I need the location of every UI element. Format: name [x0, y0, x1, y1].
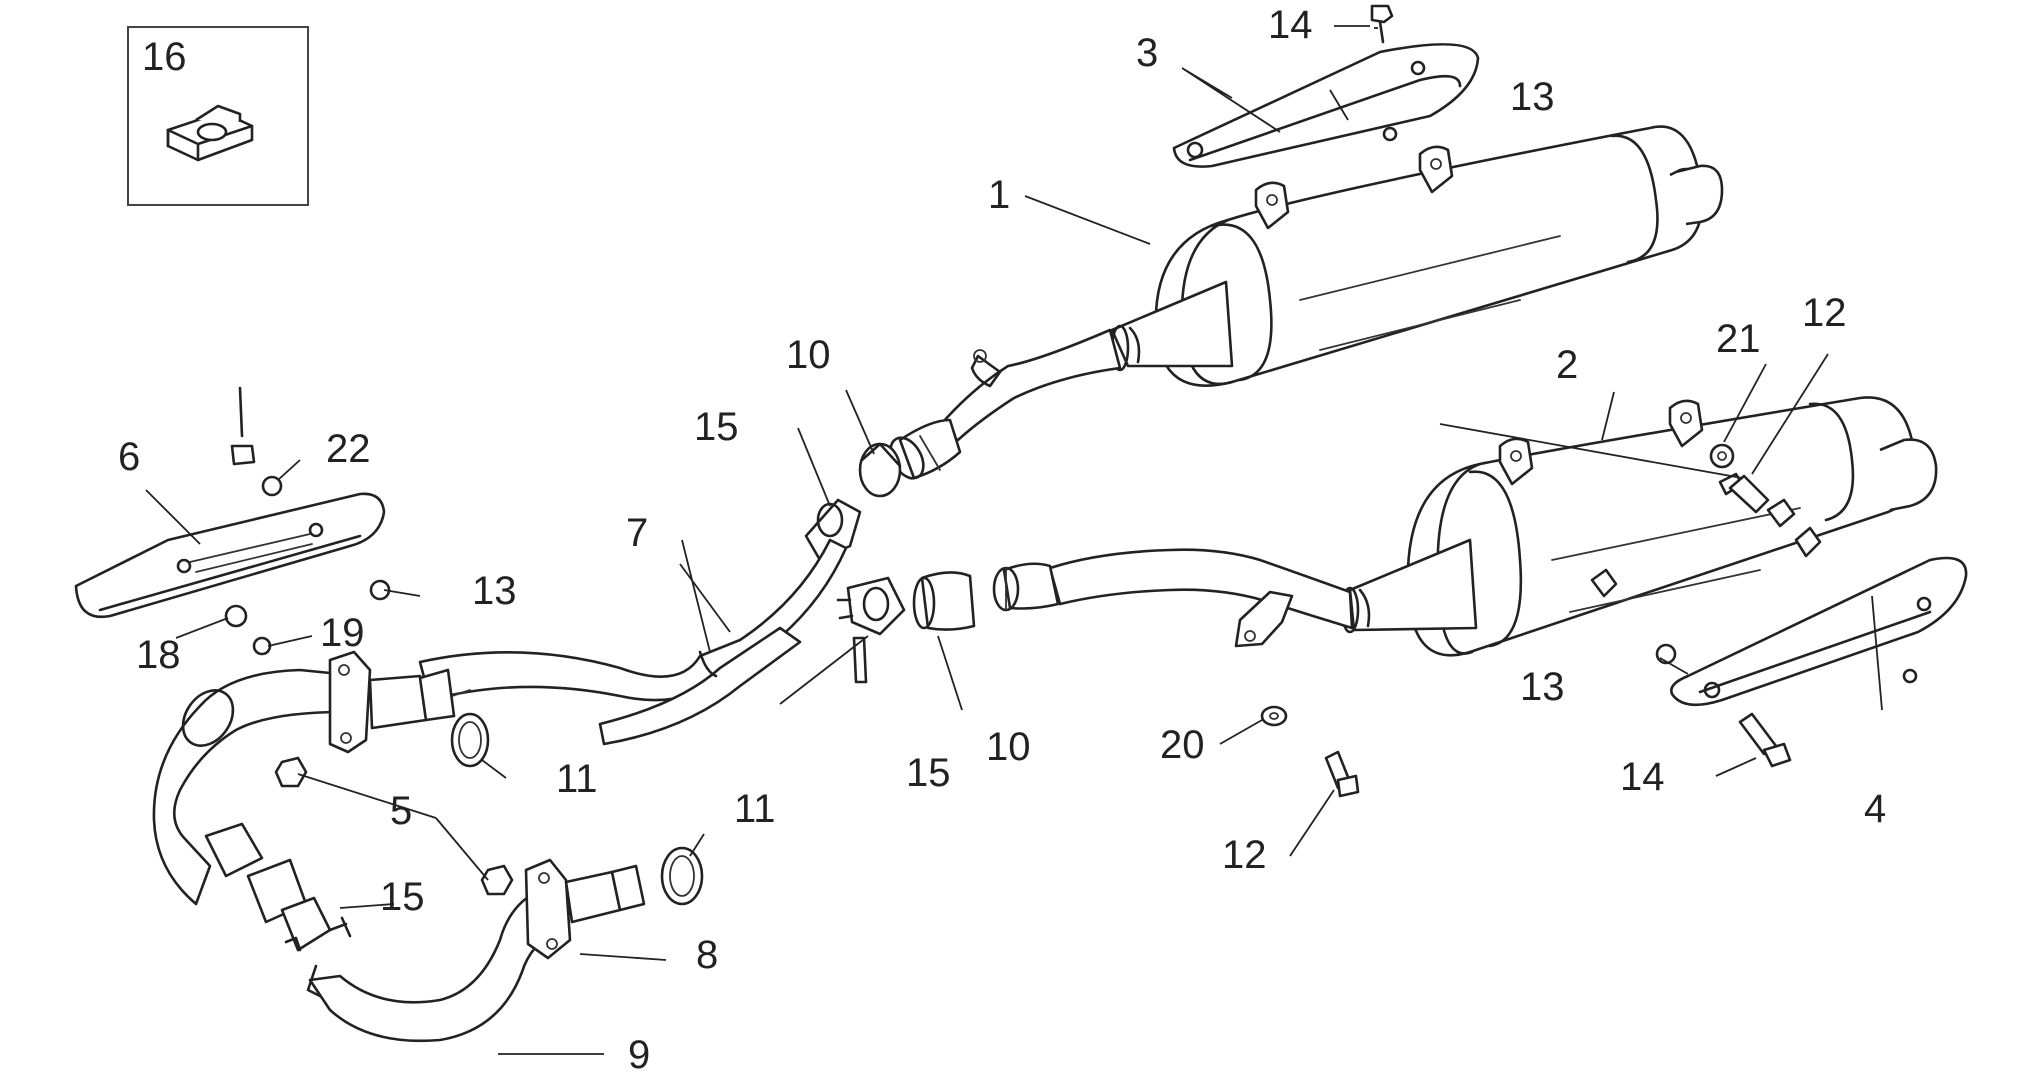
washer-13-lower — [1655, 643, 1677, 665]
callout-1: 1 — [988, 173, 1010, 217]
callout-13-lower: 13 — [1520, 665, 1565, 709]
callout-5: 5 — [390, 789, 412, 833]
callout-10-lower: 10 — [986, 725, 1031, 769]
callout-14-upper: 14 — [1268, 3, 1313, 47]
callout-22: 22 — [326, 427, 371, 471]
callout-7: 7 — [626, 511, 648, 555]
callout-15-upper: 15 — [694, 405, 739, 449]
gasket-11-right — [660, 846, 704, 906]
clamp-15-upper — [804, 498, 862, 562]
callout-4: 4 — [1864, 787, 1886, 831]
callout-11-right: 11 — [734, 787, 776, 831]
callout-12-upper: 12 — [1802, 291, 1847, 335]
nut-5-lower — [480, 864, 514, 896]
callout-14-lower: 14 — [1620, 755, 1665, 799]
nut-18 — [224, 604, 248, 628]
callout-9: 9 — [628, 1033, 650, 1074]
callout-20: 20 — [1160, 723, 1205, 767]
nut-5-upper — [274, 756, 308, 788]
washer-20 — [1260, 705, 1288, 727]
gasket-11-left — [450, 712, 490, 768]
washer-19 — [252, 636, 272, 656]
heat-shield-left — [74, 492, 386, 619]
callout-6: 6 — [118, 435, 140, 479]
callout-3: 3 — [1136, 31, 1158, 75]
downpipe-assembly — [418, 538, 848, 746]
callout-13-left: 13 — [472, 569, 517, 613]
washer-22 — [261, 475, 283, 497]
callout-15-left: 15 — [380, 875, 425, 919]
inset-spring-clip — [127, 26, 309, 206]
silencer-lower — [992, 396, 1938, 657]
callout-15-center: 15 — [906, 751, 951, 795]
gasket-10-lower — [912, 571, 976, 631]
clamp-15-left — [284, 916, 352, 998]
header-pipe-lower — [204, 822, 646, 1043]
callout-12-lower: 12 — [1222, 833, 1267, 877]
callout-10-upper: 10 — [786, 333, 831, 377]
clamp-15-center — [836, 576, 906, 684]
bolt-22 — [230, 386, 256, 466]
callout-2: 2 — [1556, 343, 1578, 387]
bolt-14-upper — [1370, 4, 1394, 44]
spring-clip-nut-icon — [166, 104, 254, 162]
label-inset-16: 16 — [142, 35, 187, 79]
heat-shield-lower — [1670, 556, 1968, 707]
callout-18: 18 — [136, 633, 181, 677]
callout-19: 19 — [320, 611, 365, 655]
washer-21 — [1709, 443, 1735, 469]
heat-shield-upper — [1172, 43, 1480, 168]
bolt-14-lower — [1738, 712, 1792, 768]
bolt-12-lower — [1324, 750, 1360, 798]
callout-13-upper: 13 — [1510, 75, 1555, 119]
callout-8: 8 — [696, 933, 718, 977]
silencer-upper — [889, 125, 1724, 480]
bolt-12-upper — [1718, 472, 1770, 514]
gasket-10-upper — [858, 442, 902, 498]
callout-21: 21 — [1716, 317, 1761, 361]
header-pipe-upper — [152, 650, 456, 906]
leader-lines — [145, 25, 1883, 1055]
callout-11-left: 11 — [556, 757, 598, 801]
